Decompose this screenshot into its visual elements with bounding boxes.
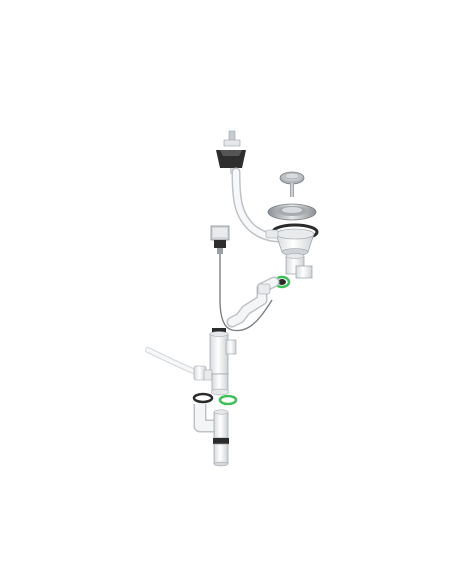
control-cable bbox=[219, 254, 273, 332]
appliance-inlet-hose bbox=[145, 347, 213, 381]
trap-upper-tee bbox=[209, 328, 237, 375]
trap-lower-section bbox=[193, 404, 229, 467]
waste-control-knob bbox=[210, 225, 230, 254]
horizontal-waste-pipe bbox=[226, 276, 280, 328]
overflow-head bbox=[216, 130, 246, 174]
overflow-hose bbox=[231, 167, 285, 243]
basket-outlet-connector bbox=[285, 253, 313, 279]
bottle-trap-body bbox=[210, 373, 230, 396]
basket-strainer bbox=[265, 203, 319, 256]
trap-seals bbox=[192, 392, 238, 406]
strainer-plug bbox=[279, 171, 305, 197]
